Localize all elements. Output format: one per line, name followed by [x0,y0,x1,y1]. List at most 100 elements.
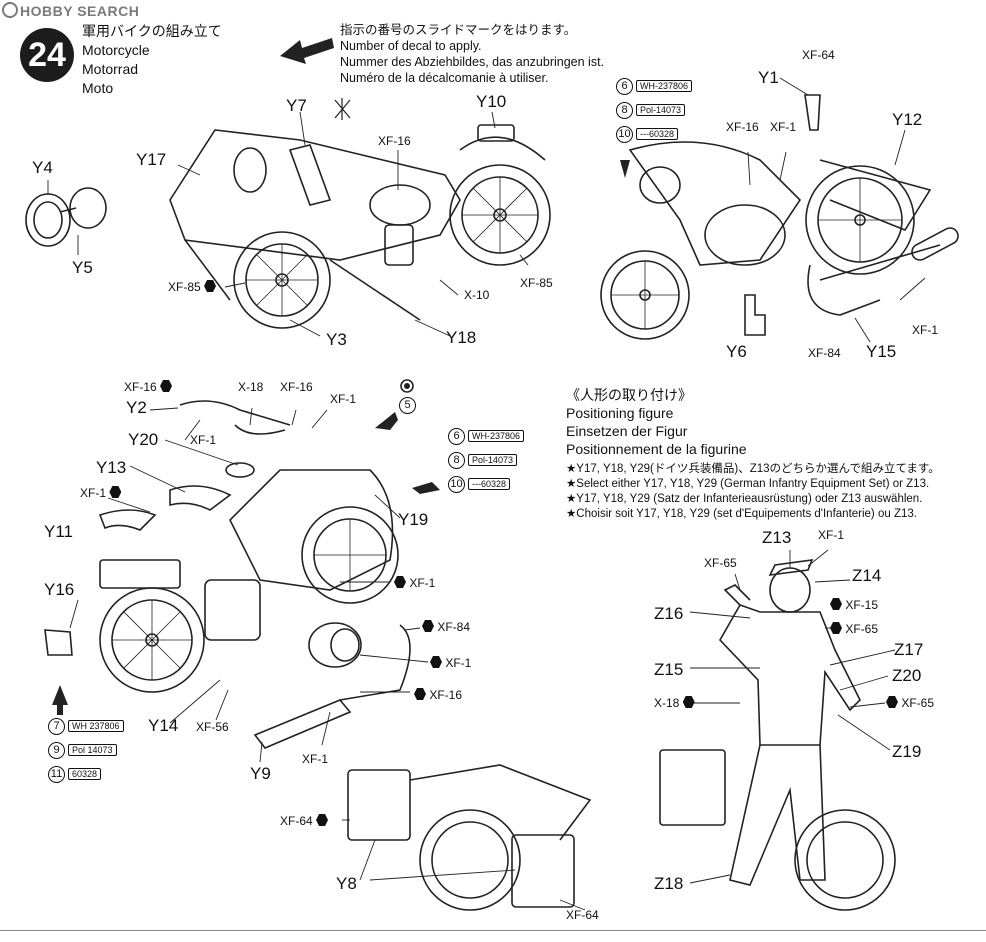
watermark-logo-icon [2,2,18,18]
part-label: Y14 [148,716,179,735]
paint-label: XF-1 [190,433,217,447]
watermark: HOBBY SEARCH [2,2,139,19]
part-label: Z19 [892,742,922,761]
paint-label: XF-1 [430,656,471,670]
paint-hex-icon [682,696,695,708]
part-label: Z15 [654,660,684,679]
decal-item: 10---60328 [448,474,524,493]
paint-label: XF-16 [414,688,462,702]
part-label: Z18 [654,874,684,893]
paint-label: XF-65 [704,556,737,570]
part-label: Y8 [336,874,357,893]
paint-label: XF-16 [378,134,411,148]
paint-label: XF-56 [196,720,229,734]
part-label: Z16 [654,604,684,623]
paint-label: XF-64 [566,908,599,922]
paint-label: XF-84 [422,620,470,634]
paint-label: XF-64 [802,48,835,62]
paint-hex-icon [886,696,898,708]
step-number-badge: 24 [20,28,74,82]
part-label: Y5 [72,258,93,277]
paint-label: X-10 [464,288,490,302]
decal-marker: 5 [399,395,419,414]
decal-item: 10---60328 [616,124,692,143]
part-label: Y7 [286,96,307,115]
paint-hex-icon [316,814,329,826]
positioning-title-de: Einsetzen der Figur [566,423,688,439]
part-label: Z13 [762,528,792,547]
positioning-figure-section: 《人形の取り付け》 Positioning figure Einsetzen d… [566,386,940,522]
step-title-fr: Moto [82,80,114,96]
paint-hex-icon [394,576,406,588]
paint-label: XF-1 [770,120,797,134]
paint-hex-icon [204,280,217,292]
part-label: Z14 [852,566,882,585]
step-title-jp: 軍用バイクの組み立て [82,23,222,39]
paint-label: X-18 [654,696,695,710]
part-label: Y3 [326,330,347,349]
part-label: Z20 [892,666,922,685]
part-label: Y4 [32,158,53,177]
part-label: Y11 [44,522,73,541]
paint-label: XF-1 [302,752,329,766]
paint-label: XF-1 [80,486,122,500]
positioning-notes: ★Y17, Y18, Y29(ドイツ兵装備品)、Z13のどちらか選んで組み立てま… [566,462,940,522]
part-label: Y18 [446,328,477,347]
part-label: Y15 [866,342,897,361]
paint-label: XF-16 [124,380,173,394]
paint-label: XF-1 [912,323,939,337]
decal-note: 指示の番号のスライドマークをはります。 Number of decal to a… [340,23,605,85]
part-label: Y6 [726,342,747,361]
step-title: 軍用バイクの組み立て Motorcycle Motorrad Moto [82,22,222,98]
note-jp: ★Y17, Y18, Y29(ドイツ兵装備品)、Z13のどちらか選んで組み立てま… [566,463,940,475]
part-label: Y19 [398,510,429,529]
paint-label: XF-1 [394,576,435,590]
part-label: Y9 [250,764,271,783]
step-title-en: Motorcycle [82,42,150,58]
paint-label: XF-15 [830,598,878,612]
paint-hex-icon [109,486,122,498]
paint-hex-icon [830,622,842,634]
paint-label: XF-64 [280,814,329,828]
part-label: Y16 [44,580,75,599]
part-label: Y12 [892,110,923,129]
part-label: Y10 [476,92,507,111]
paint-label: XF-65 [830,622,878,636]
part-label: Y20 [128,430,159,449]
positioning-title-en: Positioning figure [566,405,674,421]
paint-hex-icon [414,688,426,700]
note-de: ★Y17, Y18, Y29 (Satz der Infanterieausrü… [566,493,923,505]
paint-label: X-18 [238,380,264,394]
paint-label: XF-85 [168,280,217,294]
paint-hex-icon [422,620,434,632]
paint-label: XF-85 [520,276,553,290]
note-en: ★Select either Y17, Y18, Y29 (German Inf… [566,478,930,490]
positioning-title-fr: Positionnement de la figurine [566,441,747,457]
part-label: Y1 [758,68,779,87]
part-label: Y13 [96,458,127,477]
paint-label: XF-84 [808,346,841,360]
decal-arrow-icon [280,38,334,64]
part-label: Z17 [894,640,924,659]
paint-label: XF-16 [726,120,759,134]
note-fr: ★Choisir soit Y17, Y18, Y29 (set d'Equip… [566,508,917,520]
positioning-title-jp: 《人形の取り付け》 [566,387,692,403]
step-title-de: Motorrad [82,61,139,77]
paint-label: XF-65 [886,696,934,710]
paint-label: XF-1 [818,528,845,542]
paint-hex-icon [160,380,173,392]
paint-label: XF-1 [330,392,357,406]
paint-hex-icon [830,598,842,610]
paint-label: XF-16 [280,380,313,394]
